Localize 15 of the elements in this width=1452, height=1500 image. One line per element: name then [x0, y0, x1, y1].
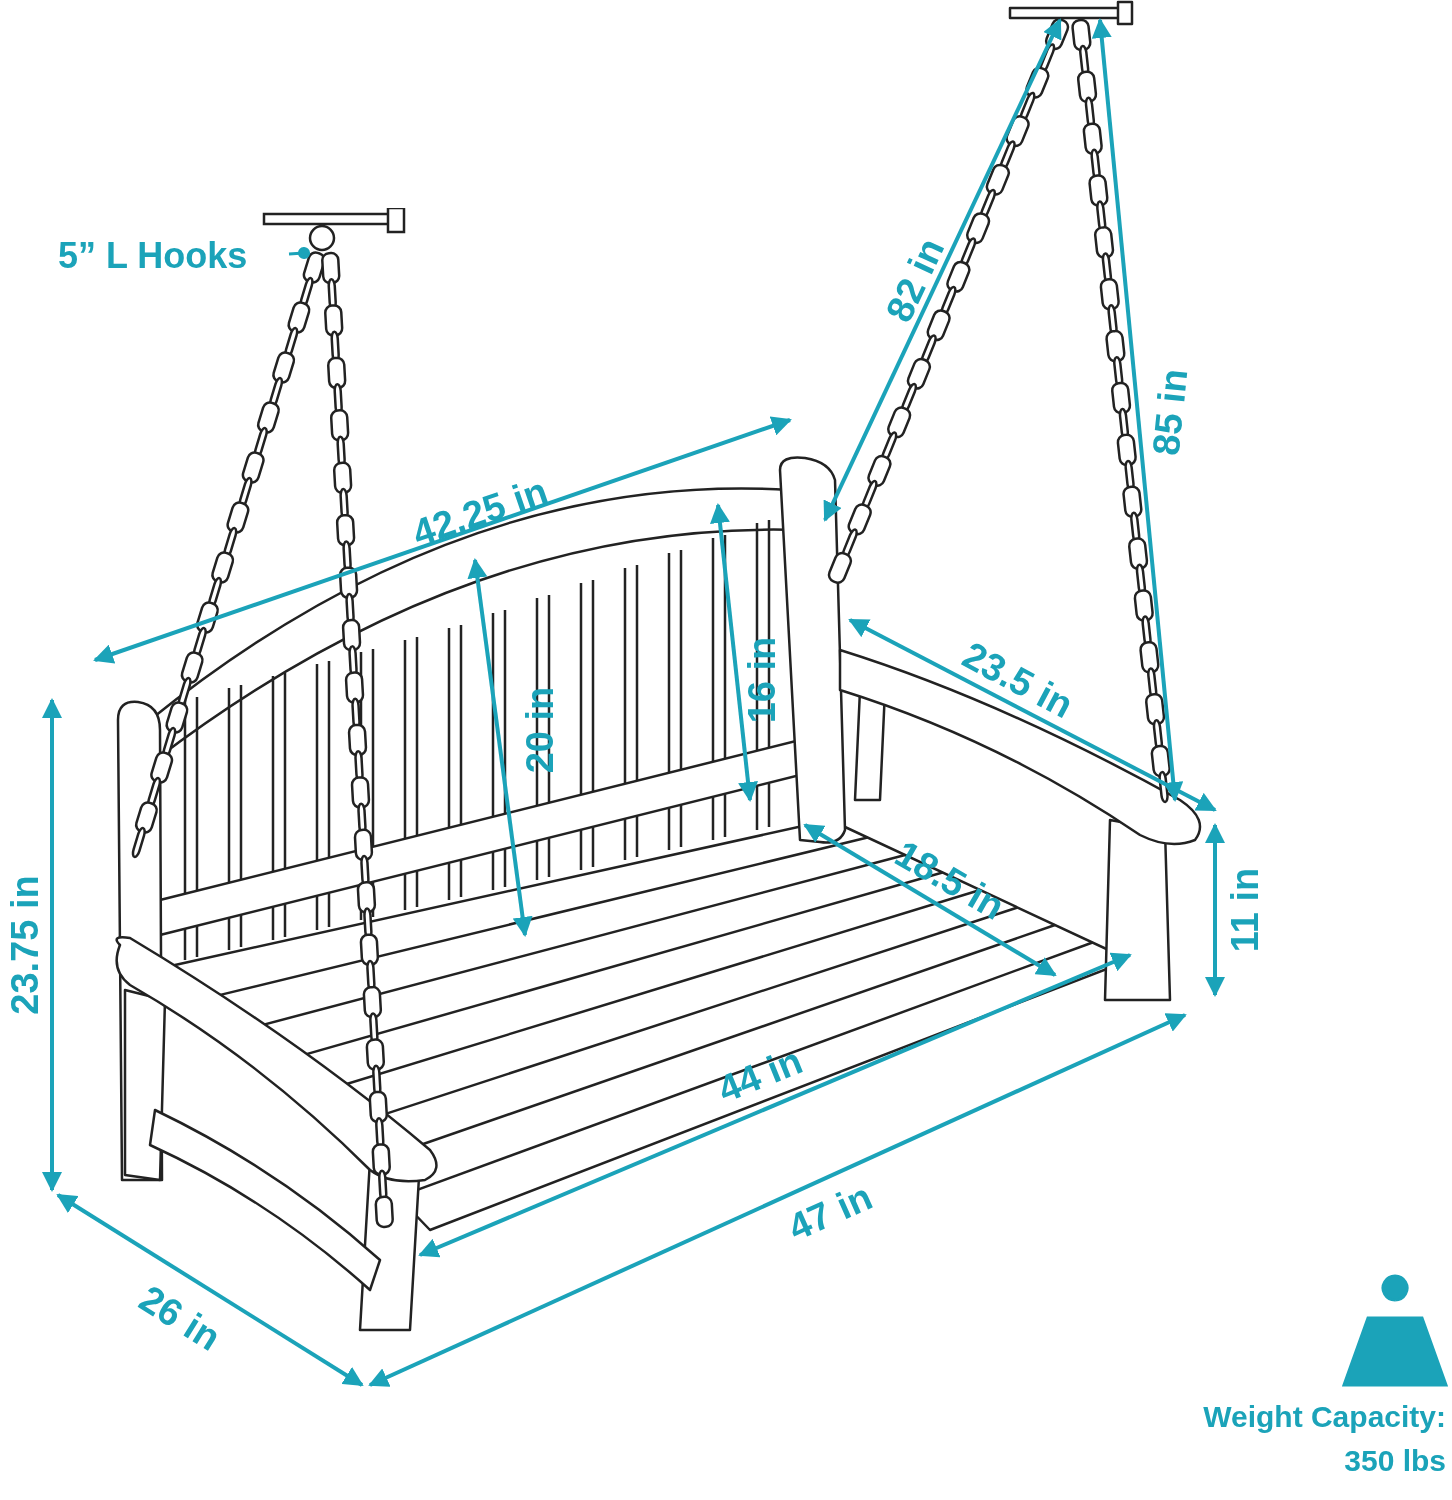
dimension-label: 42.25 in [407, 471, 553, 553]
dimension-label: 85 in [1146, 366, 1194, 458]
dimension-label: 18.5 in [889, 833, 1011, 927]
dimension-label: 16 in [743, 636, 781, 724]
dimension-label: 11 in [1226, 867, 1264, 953]
dimension-label: 26 in [133, 1278, 227, 1358]
dimension-label: 23.75 in [6, 875, 44, 1015]
leader-line [288, 247, 310, 259]
dimension-label: 20 in [521, 686, 559, 774]
dimension-label: 44 in [712, 1041, 808, 1109]
dimension-label: 82 in [879, 232, 951, 328]
capacity-note: Weight Capacity: 350 lbs [1202, 1399, 1446, 1479]
callout-label: 5” L Hooks [58, 238, 248, 274]
dimension-label: 47 in [782, 1177, 878, 1247]
dimension-label: 23.5 in [956, 635, 1080, 725]
